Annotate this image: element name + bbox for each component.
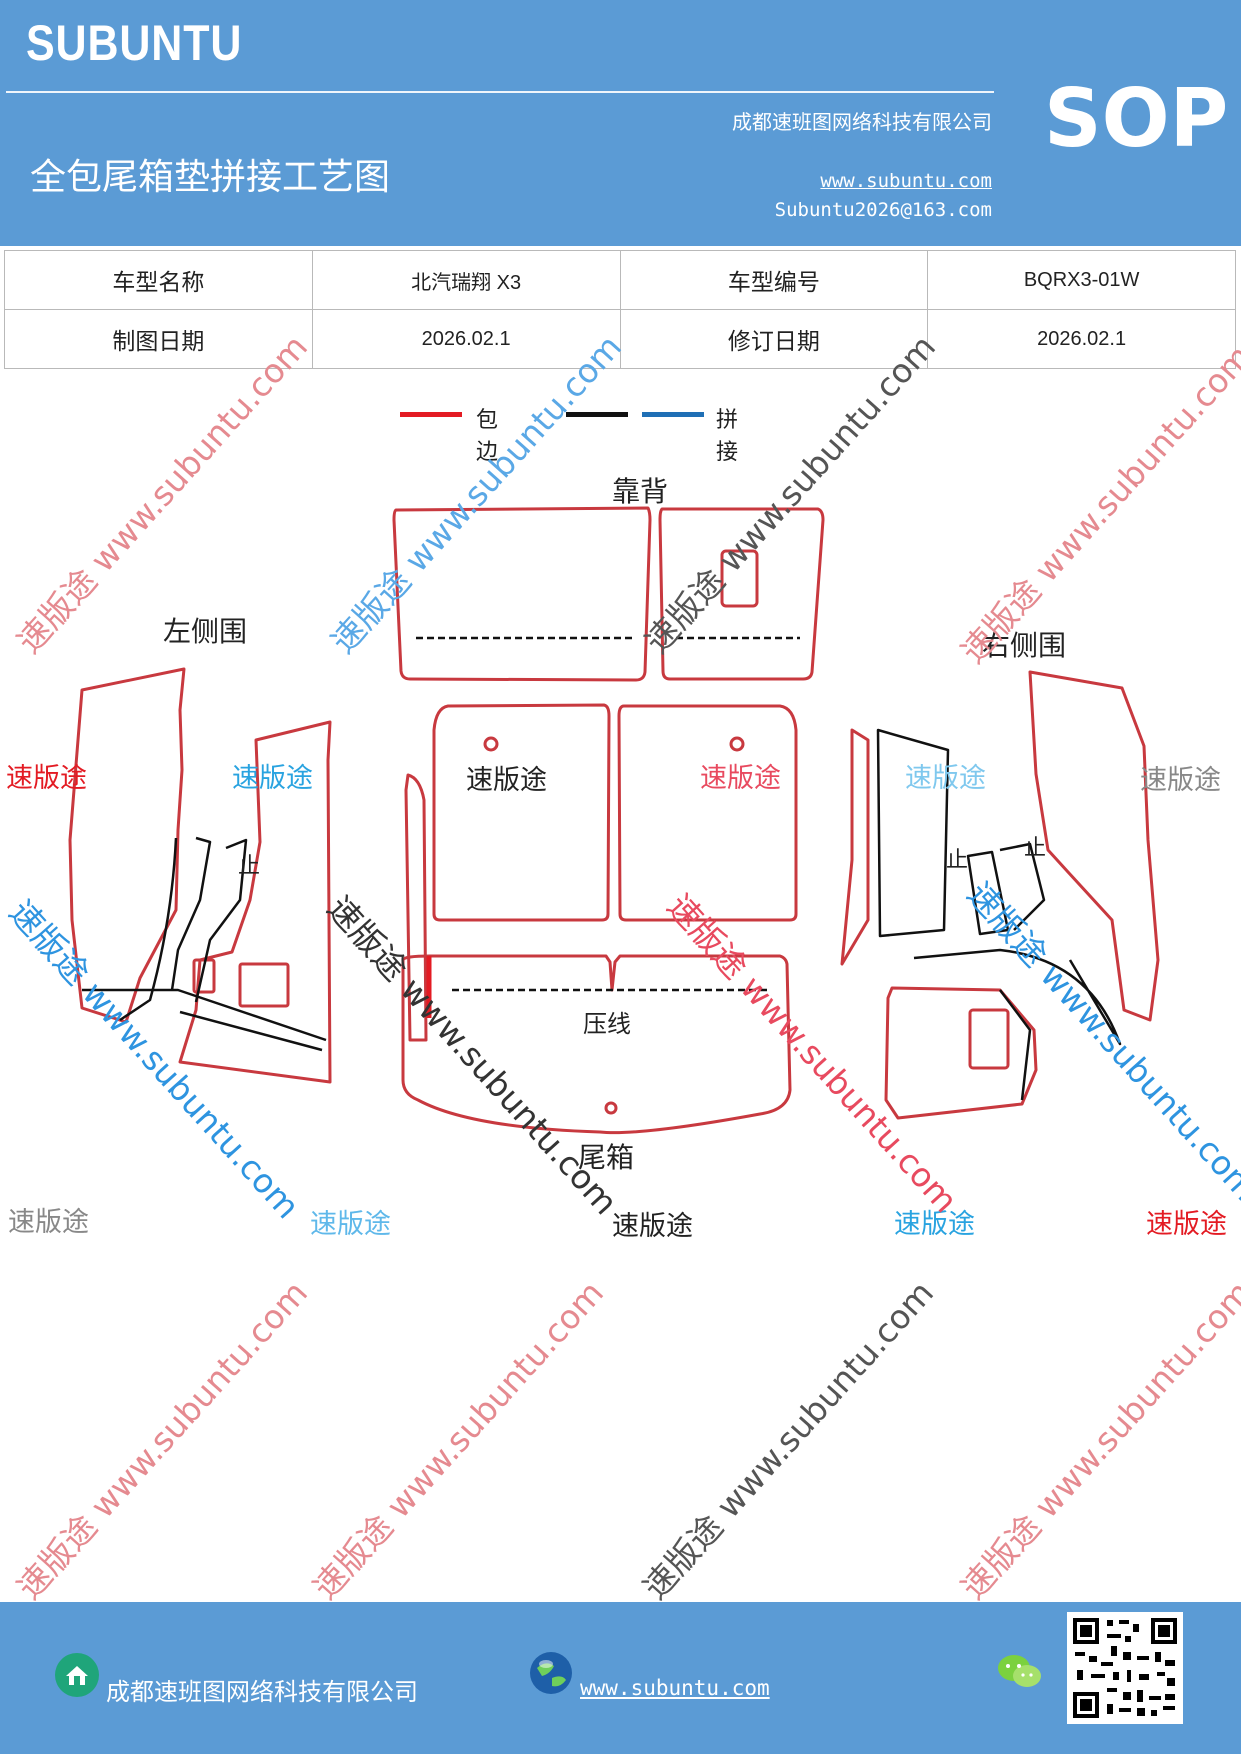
right-cutout [968,1008,1010,1070]
hole-right [729,736,745,752]
page-title: 全包尾箱垫拼接工艺图 [30,157,391,198]
header-company: 成都速班图网络科技有限公司 [732,110,992,134]
header-banner [0,0,1241,246]
legend-black-swatch [566,412,628,417]
label-left-side: 左侧围 [163,615,248,648]
label-stop-left: 止 [238,854,261,879]
trunk-mat-diagram [68,506,1160,1135]
watermark-diagonal: 速版途 www.subuntu.com [635,1273,942,1607]
legend-edge-swatch [400,412,462,417]
header-divider [6,91,994,93]
watermark-brand: 速版途 [1140,765,1221,796]
center-left-panel [432,703,611,922]
right-side-front-panel [840,728,870,966]
revise-date-label: 修订日期 [619,309,929,369]
join-line-right-5 [999,989,1032,1101]
left-cutout-b [238,962,290,1008]
backrest-cutout [720,549,759,608]
qr-code[interactable] [1067,1612,1183,1724]
backrest-right-panel [658,507,825,681]
join-line-left-5 [179,1010,323,1052]
label-stop-right-b: 止 [1024,836,1047,861]
watermark-brand: 速版途 [8,1207,89,1238]
join-line-right-4 [913,948,1122,1046]
model-name-label: 车型名称 [4,250,313,310]
left-side-front-panel [178,720,332,1084]
hole-bottom [604,1101,618,1115]
watermark-brand: 速版途 [310,1209,391,1240]
join-line-left-3 [194,838,248,1003]
backrest-left-panel [392,506,652,682]
revise-date-value: 2026.02.1 [927,309,1236,369]
label-stop-right-a: 止 [946,848,969,873]
label-press-line: 压线 [583,1010,631,1038]
center-right-panel [617,704,798,922]
label-backrest: 靠背 [612,475,669,508]
wechat-icon[interactable] [996,1652,1044,1692]
watermark-brand: 速版途 [6,763,87,794]
join-line-left-1 [119,837,178,1022]
watermark-brand: 速版途 [905,763,986,794]
legend-edge-label: 包边 [476,408,499,465]
info-table: 车型名称 北汽瑞翔 X3 车型编号 BQRX3-01W 制图日期 2026.02… [4,250,1236,369]
legend-join-swatch [642,412,704,417]
footer-website-link[interactable]: www.subuntu.com [580,1676,770,1700]
header-website-link[interactable]: www.subuntu.com [820,170,992,192]
draw-date-value: 2026.02.1 [311,309,621,369]
model-code-label: 车型编号 [619,250,929,310]
table-row: 车型名称 北汽瑞翔 X3 车型编号 BQRX3-01W [4,250,1236,310]
trunk-floor-panel [401,954,792,1135]
table-row: 制图日期 2026.02.1 修订日期 2026.02.1 [4,309,1236,369]
left-side-rear-panel [68,667,186,1024]
join-line-right-3 [999,842,1046,931]
watermark-brand: 速版途 [232,763,313,794]
watermark-diagonal: 速版途 www.subuntu.com [305,1273,612,1607]
header-email[interactable]: Subuntu2026@163.com [774,199,992,221]
join-line-right-2 [966,850,1010,936]
model-name-value: 北汽瑞翔 X3 [311,250,621,310]
watermark-diagonal: 速版途 www.subuntu.com [953,1273,1241,1607]
join-line-left-2 [170,836,212,991]
sop-badge: SOP [1044,72,1229,165]
label-trunk: 尾箱 [578,1141,635,1174]
watermark-brand: 速版途 [894,1209,975,1240]
join-line-left-4 [82,988,327,1042]
legend-join-label: 拼接 [716,408,739,465]
brand-logo: SUBUNTU [26,15,243,71]
watermark-brand: 速版途 [466,765,547,796]
watermark-diagonal: 速版途 www.subuntu.com [9,1273,316,1607]
left-side-strip [404,773,428,1042]
home-badge-icon [55,1653,99,1697]
join-line-right-1 [876,728,950,938]
watermark-brand: 速版途 [612,1211,693,1242]
model-code-value: BQRX3-01W [927,250,1236,310]
watermark-brand: 速版途 [1146,1209,1227,1240]
right-side-rear-panel [1028,670,1160,1022]
footer-company: 成都速班图网络科技有限公司 [106,1678,418,1706]
draw-date-label: 制图日期 [4,309,313,369]
left-cutout-a [192,958,216,994]
label-right-side: 右侧围 [982,629,1067,662]
watermark-brand: 速版途 [700,763,781,794]
globe-icon [530,1652,572,1694]
hole-left [483,736,499,752]
